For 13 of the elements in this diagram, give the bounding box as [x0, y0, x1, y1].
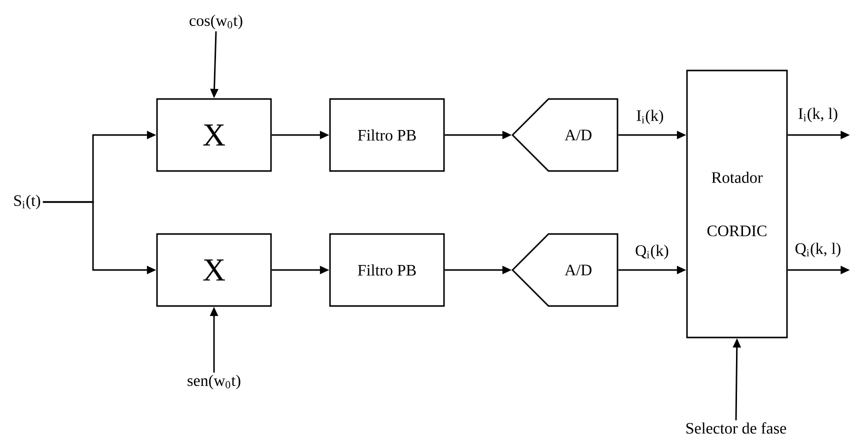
- block-box: X: [156, 233, 272, 307]
- signal-label: sen(w$_{0}$t): [188, 374, 240, 390]
- block-box: X: [156, 98, 272, 172]
- block-box: Filtro PB: [329, 233, 445, 307]
- signal-label: cos(w$_{0}$t): [190, 14, 242, 30]
- signal-label: S$_{i}$(t): [14, 194, 40, 210]
- edge-label: I$_{i}$(k, l): [796, 106, 840, 124]
- edge-label: Q$_{i}$(k, l): [794, 241, 842, 259]
- rotator-box: Rotador CORDIC: [686, 70, 788, 338]
- block-box: Filtro PB: [329, 98, 445, 172]
- signal-label: Selector de fase: [686, 422, 786, 434]
- edge-label: Q$_{i}$(k): [634, 243, 670, 261]
- edge-label: I$_{i}$(k): [634, 108, 666, 126]
